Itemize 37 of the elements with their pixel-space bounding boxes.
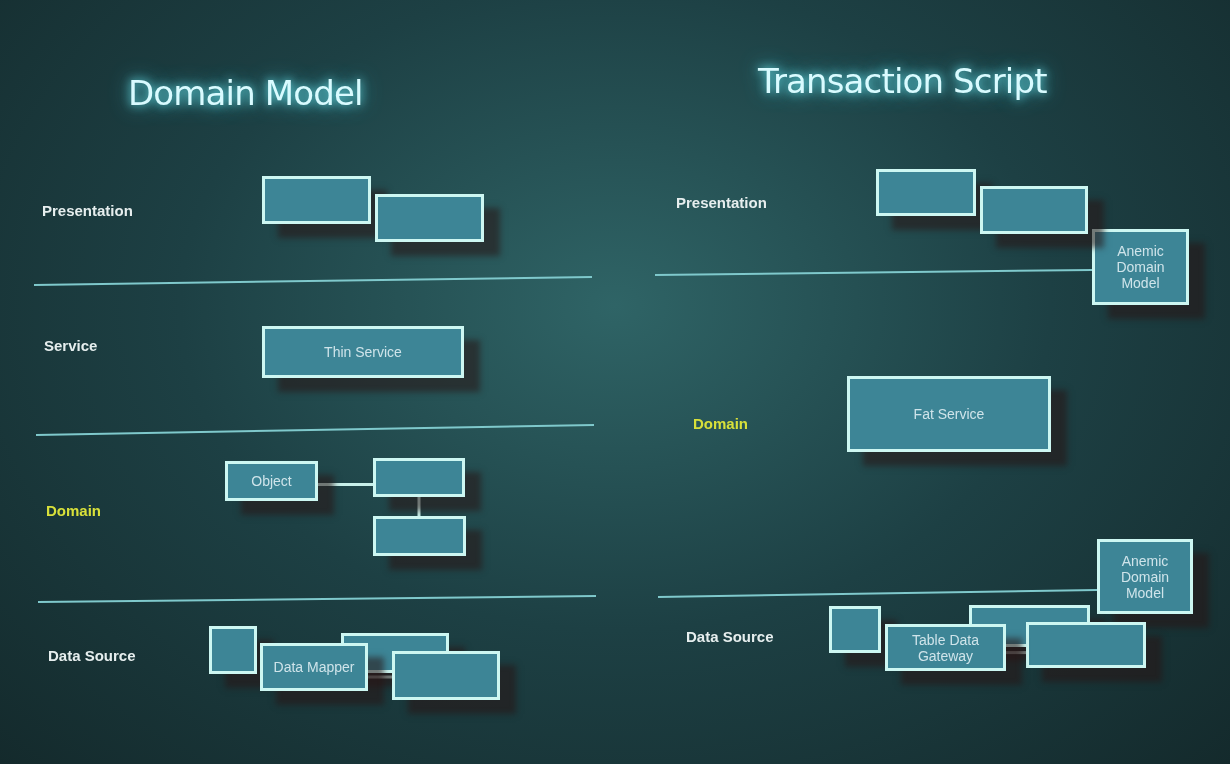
connector-line bbox=[417, 497, 421, 516]
component-box bbox=[209, 626, 257, 674]
component-box bbox=[980, 186, 1088, 234]
box-label: Data Mapper bbox=[273, 659, 355, 675]
column-title: Transaction Script bbox=[758, 60, 1047, 103]
component-box bbox=[375, 194, 484, 242]
box-label: Thin Service bbox=[324, 344, 402, 360]
box-label: Table Data Gateway bbox=[911, 631, 980, 664]
component-box bbox=[1097, 539, 1193, 614]
component-box bbox=[1026, 622, 1146, 668]
component-box bbox=[262, 326, 464, 378]
layer-label: Domain bbox=[693, 414, 748, 434]
component-box bbox=[373, 458, 465, 497]
box-label: Anemic Domain Model bbox=[1115, 243, 1166, 291]
component-box bbox=[225, 461, 318, 501]
column-title: Domain Model bbox=[128, 72, 363, 115]
layer-label: Data Source bbox=[686, 627, 774, 647]
component-box bbox=[373, 516, 466, 556]
component-box bbox=[847, 376, 1051, 452]
box-label: Anemic Domain Model bbox=[1119, 552, 1171, 601]
layer-label: Service bbox=[44, 336, 98, 356]
component-box bbox=[262, 176, 371, 224]
box-label: Fat Service bbox=[913, 406, 985, 422]
connector-line bbox=[1006, 651, 1026, 655]
component-box bbox=[829, 606, 881, 653]
component-box bbox=[260, 643, 368, 691]
layer-label: Domain bbox=[46, 501, 101, 521]
layer-label: Presentation bbox=[676, 193, 767, 213]
box-label: Object bbox=[251, 473, 292, 489]
component-box bbox=[1092, 229, 1189, 305]
component-box bbox=[876, 169, 976, 216]
component-box bbox=[392, 651, 500, 700]
layer-label: Data Source bbox=[48, 646, 136, 666]
component-box bbox=[885, 624, 1006, 671]
connector-line bbox=[318, 482, 373, 486]
connector-line bbox=[368, 675, 392, 679]
layer-label: Presentation bbox=[42, 201, 133, 221]
